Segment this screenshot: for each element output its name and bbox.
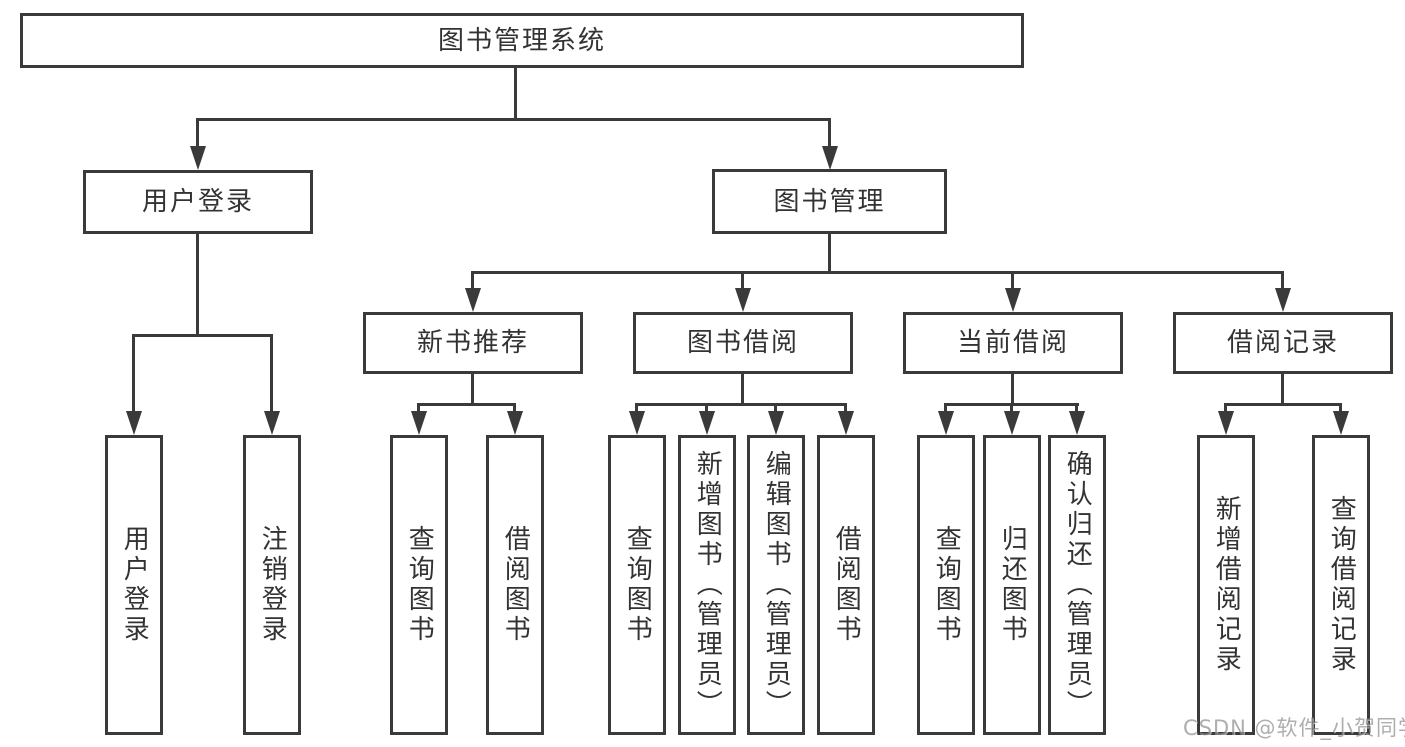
leaf-add-books-admin: 新增图书（管理员） — [678, 435, 736, 735]
arrow-down-icon — [411, 411, 427, 435]
connector-to-leaf-line — [1075, 403, 1078, 413]
arrow-down-icon — [1004, 411, 1020, 435]
connector-to-leaf-line — [944, 403, 947, 413]
node-book-borrowing: 图书借阅 — [633, 312, 853, 374]
arrow-down-icon — [1005, 288, 1021, 312]
connector-book-mgmt-split-line — [471, 271, 1284, 274]
leaf-borrow-books-borrowing: 借阅图书 — [817, 435, 875, 735]
connector-to-leaf-line — [270, 334, 273, 413]
leaf-query-books-recommend: 查询图书 — [390, 435, 448, 735]
leaf-label: 注销登录 — [257, 525, 288, 645]
connector-to-book-borrow-line — [741, 271, 744, 290]
connector-new-book-rec-drop-line — [471, 374, 474, 405]
leaf-add-borrow-record: 新增借阅记录 — [1197, 435, 1255, 735]
connector-to-leaf-line — [1339, 403, 1342, 413]
node-borrowing-records: 借阅记录 — [1173, 312, 1393, 374]
csdn-watermark: CSDN @软件_小贺同学 — [1183, 716, 1405, 740]
node-label: 图书管理 — [773, 186, 886, 217]
node-current-borrowing: 当前借阅 — [903, 312, 1123, 374]
leaf-query-books-borrowing: 查询图书 — [608, 435, 666, 735]
node-library-management-system: 图书管理系统 — [20, 13, 1024, 68]
arrow-down-icon — [1218, 411, 1234, 435]
leaf-label: 新增借阅记录 — [1211, 495, 1242, 675]
connector-book-borrow-split-line — [635, 403, 847, 406]
connector-root-drop-line — [514, 68, 517, 120]
leaf-confirm-return-admin: 确认归还（管理员） — [1048, 435, 1106, 735]
connector-to-leaf-line — [705, 403, 708, 413]
arrow-down-icon — [1069, 411, 1085, 435]
connector-book-borrow-drop-line — [741, 374, 744, 405]
connector-borrow-records-split-line — [1224, 403, 1342, 406]
arrow-down-icon — [938, 411, 954, 435]
connector-book-mgmt-drop-line — [828, 233, 831, 274]
leaf-label: 确认归还（管理员） — [1062, 450, 1093, 720]
connector-to-leaf-line — [1010, 403, 1013, 413]
node-new-book-recommendation: 新书推荐 — [363, 312, 583, 374]
leaf-return-books: 归还图书 — [983, 435, 1041, 735]
node-label: 图书管理系统 — [437, 25, 606, 56]
connector-borrow-records-drop-line — [1281, 374, 1284, 405]
leaf-label: 编辑图书（管理员） — [761, 450, 792, 720]
connector-to-leaf-line — [132, 334, 135, 413]
leaf-label: 查询图书 — [622, 525, 653, 645]
connector-to-user-login-line — [196, 118, 199, 148]
connector-to-borrow-records-line — [1281, 271, 1284, 290]
leaf-query-borrow-record: 查询借阅记录 — [1312, 435, 1370, 735]
node-label: 用户登录 — [141, 187, 254, 217]
arrow-down-icon — [838, 411, 854, 435]
leaf-label: 归还图书 — [997, 525, 1028, 645]
arrow-down-icon — [126, 411, 142, 435]
node-user-login: 用户登录 — [83, 170, 313, 234]
leaf-label: 新增图书（管理员） — [692, 450, 723, 720]
connector-current-borrow-drop-line — [1011, 374, 1014, 405]
connector-new-book-rec-split-line — [417, 403, 516, 406]
leaf-user-login: 用户登录 — [105, 435, 163, 735]
leaf-label: 借阅图书 — [831, 525, 862, 645]
arrow-down-icon — [735, 288, 751, 312]
node-label: 借阅记录 — [1226, 328, 1339, 358]
arrow-down-icon — [1275, 288, 1291, 312]
leaf-label: 用户登录 — [119, 525, 150, 645]
node-label: 当前借阅 — [956, 328, 1069, 358]
connector-to-new-book-rec-line — [471, 271, 474, 290]
leaf-edit-books-admin: 编辑图书（管理员） — [747, 435, 805, 735]
connector-to-leaf-line — [417, 403, 420, 413]
arrow-down-icon — [507, 411, 523, 435]
connector-to-leaf-line — [513, 403, 516, 413]
connector-to-leaf-line — [1224, 403, 1227, 413]
connector-to-leaf-line — [844, 403, 847, 413]
connector-to-book-mgmt-line — [828, 118, 831, 148]
connector-user-login-drop-line — [196, 233, 199, 336]
leaf-label: 查询借阅记录 — [1326, 495, 1357, 675]
arrow-down-icon — [822, 146, 838, 170]
leaf-query-books-current: 查询图书 — [917, 435, 975, 735]
connector-to-current-borrow-line — [1011, 271, 1014, 290]
leaf-label: 查询图书 — [931, 525, 962, 645]
node-label: 图书借阅 — [686, 328, 799, 358]
connector-to-leaf-line — [635, 403, 638, 413]
connector-to-leaf-line — [774, 403, 777, 413]
node-label: 新书推荐 — [416, 328, 529, 358]
arrow-down-icon — [190, 146, 206, 170]
connector-user-login-split-line — [132, 334, 273, 337]
leaf-logout-login: 注销登录 — [243, 435, 301, 735]
arrow-down-icon — [465, 288, 481, 312]
arrow-down-icon — [264, 411, 280, 435]
leaf-label: 借阅图书 — [500, 525, 531, 645]
arrow-down-icon — [699, 411, 715, 435]
arrow-down-icon — [768, 411, 784, 435]
arrow-down-icon — [629, 411, 645, 435]
arrow-down-icon — [1333, 411, 1349, 435]
leaf-borrow-books-recommend: 借阅图书 — [486, 435, 544, 735]
node-book-management: 图书管理 — [712, 169, 947, 234]
connector-root-split-line — [196, 118, 831, 121]
leaf-label: 查询图书 — [404, 525, 435, 645]
